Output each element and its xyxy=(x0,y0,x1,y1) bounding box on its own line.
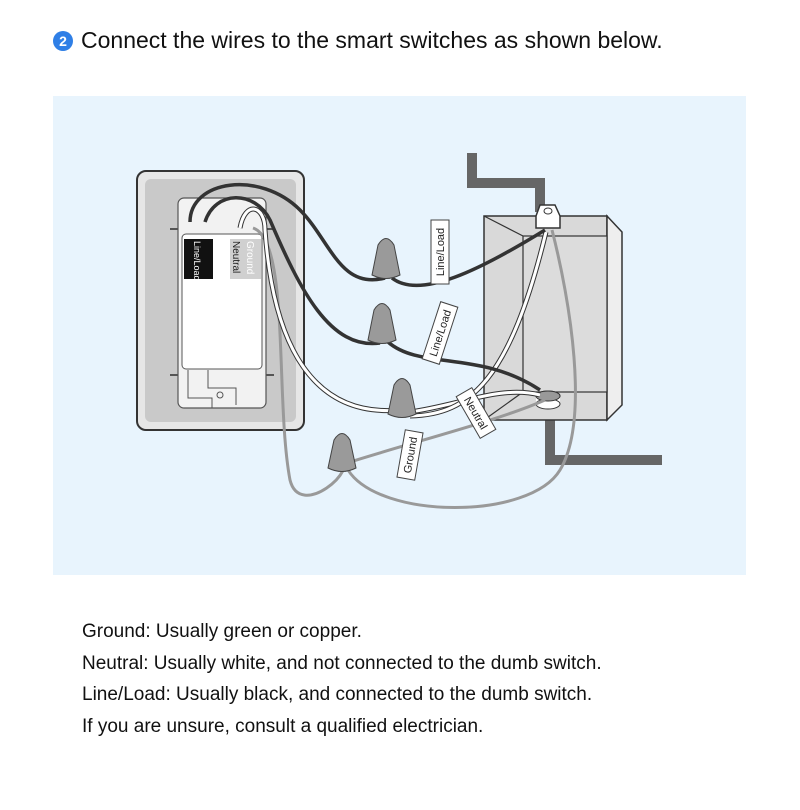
line-load-wire-1 xyxy=(188,182,386,282)
note-ground: Ground: Usually green or copper. xyxy=(82,621,362,642)
wire-nut xyxy=(327,433,357,472)
svg-text:Line/Load: Line/Load xyxy=(435,228,447,276)
wire-nut xyxy=(387,378,417,418)
wire-nut xyxy=(367,303,397,344)
switch-label-ground: Ground xyxy=(244,241,255,274)
note-neutral: Neutral: Usually white, and not connecte… xyxy=(82,652,602,674)
step-number-badge: 2 xyxy=(53,30,73,51)
note-electrician: If you are unsure, consult a qualified e… xyxy=(82,716,484,738)
switch-label-line-load: Line/Load xyxy=(192,241,202,281)
ground-wire-box xyxy=(346,229,577,509)
ground-wire-switch xyxy=(252,226,347,497)
line-load-wire-2-box xyxy=(386,340,541,392)
ground-wire-box-2 xyxy=(349,398,546,464)
wiring-diagram-svg: Line/Load Neutral Ground Line/Load Line/… xyxy=(136,153,662,509)
conduit-bottom xyxy=(545,418,662,465)
wire-label-ground: Ground xyxy=(396,429,424,481)
wire-nut xyxy=(371,238,401,279)
note-line-load: Line/Load: Usually black, and connected … xyxy=(82,684,593,706)
wire-notes: Ground: Usually green or copper. Neutral… xyxy=(82,616,602,743)
wire-label-line-load-1: Line/Load xyxy=(430,219,450,285)
switch-label-neutral: Neutral xyxy=(230,241,241,273)
step-title: Connect the wires to the smart switches … xyxy=(81,27,663,53)
line-load-wire-1-box xyxy=(390,228,546,288)
step-heading: 2 Connect the wires to the smart switche… xyxy=(53,27,663,54)
wire-label-line-load-2: Line/Load xyxy=(421,301,459,365)
line-load-wire-2 xyxy=(203,196,381,346)
neutral-wires xyxy=(237,206,549,419)
conduit-top xyxy=(467,153,545,212)
wiring-diagram: Line/Load Neutral Ground Line/Load Line/… xyxy=(53,96,746,575)
